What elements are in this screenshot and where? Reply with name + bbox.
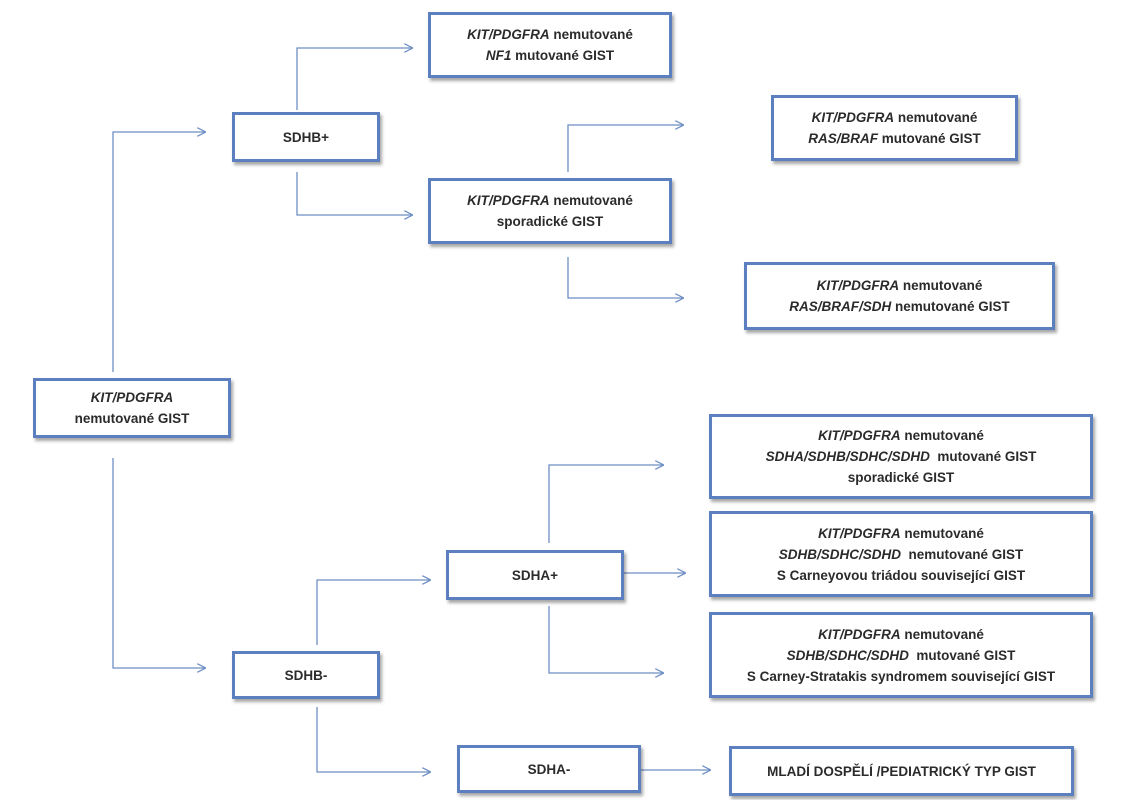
- connector-sporadic-ras-braf-sdh: [567, 257, 683, 298]
- node-line: nemutované GIST: [75, 408, 190, 429]
- gene-label: KIT/PDGFRA: [90, 390, 174, 405]
- node-text: nemutované: [900, 525, 984, 541]
- node-sdha-neg: SDHA-: [457, 745, 641, 793]
- node-line: KIT/PDGFRA nemutované: [467, 190, 633, 211]
- node-line: KIT/PDGFRA nemutované: [812, 107, 978, 128]
- node-sdhb-pos: SDHB+: [232, 112, 380, 162]
- node-line: KIT/PDGFRA nemutované: [818, 425, 984, 446]
- node-line: sporadické GIST: [848, 467, 955, 488]
- node-line: SDHA+: [512, 565, 558, 586]
- node-text: nemutované: [900, 428, 984, 443]
- node-text: nemutované GIST: [900, 546, 1024, 562]
- node-root: KIT/PDGFRA nemutované GIST: [33, 378, 231, 438]
- node-text: sporadické GIST: [847, 470, 955, 485]
- node-line: SDHB-: [285, 665, 328, 686]
- node-line: SDHA/SDHB/SDHC/SDHD mutované GIST: [766, 446, 1037, 467]
- gene-label: KIT/PDGFRA: [816, 278, 900, 293]
- node-text: nemutované: [900, 626, 984, 642]
- gene-label: RAS/BRAF/SDH: [789, 299, 892, 314]
- node-text: mutované GIST: [511, 48, 615, 63]
- node-text: nemutované: [894, 110, 978, 125]
- node-text: MLADÍ DOSPĚLÍ /PEDIATRICKÝ TYP GIST: [767, 763, 1036, 779]
- node-text: nemutované: [549, 27, 633, 42]
- connector-root-sdhb-pos: [112, 132, 205, 372]
- node-line: KIT/PDGFRA nemutované: [818, 624, 984, 645]
- node-text: nemutované GIST: [74, 411, 190, 426]
- node-text: mutované GIST: [908, 647, 1016, 663]
- node-text: nemutované: [549, 193, 633, 208]
- node-line: MLADÍ DOSPĚLÍ /PEDIATRICKÝ TYP GIST: [767, 761, 1036, 782]
- node-text: S Carney-Stratakis syndromem související…: [746, 668, 1056, 684]
- node-line: SDHB/SDHC/SDHD mutované GIST: [787, 645, 1016, 666]
- node-text: SDHB+: [282, 129, 330, 145]
- node-text: SDHA-: [527, 761, 571, 777]
- node-line: S Carneyovou triádou související GIST: [777, 565, 1025, 586]
- node-line: KIT/PDGFRA nemutované: [818, 523, 984, 544]
- node-text: mutované GIST: [877, 131, 981, 146]
- gene-label: KIT/PDGFRA: [467, 27, 550, 42]
- node-line: S Carney-Stratakis syndromem související…: [747, 666, 1055, 687]
- node-text: mutované GIST: [929, 449, 1037, 464]
- node-sdha-pos: SDHA+: [446, 550, 624, 600]
- node-line: RAS/BRAF mutované GIST: [808, 128, 981, 149]
- node-text: sporadické GIST: [496, 214, 604, 229]
- gene-label: SDHB/SDHC/SDHD: [778, 546, 901, 562]
- gene-label: NF1: [485, 48, 512, 63]
- node-sporadic: KIT/PDGFRA nemutované sporadické GIST: [428, 178, 672, 244]
- gene-label: KIT/PDGFRA: [818, 428, 901, 443]
- node-line: SDHB+: [283, 127, 329, 148]
- gene-label: SDHA/SDHB/SDHC/SDHD: [765, 449, 930, 464]
- node-line: KIT/PDGFRA nemutované: [817, 275, 983, 296]
- node-line: NF1 mutované GIST: [486, 45, 614, 66]
- node-line: KIT/PDGFRA: [91, 387, 174, 408]
- gene-label: KIT/PDGFRA: [818, 525, 901, 541]
- node-text: nemutované: [899, 278, 983, 293]
- connector-sdha-pos-carney-stratakis: [548, 606, 663, 673]
- connector-sdhb-neg-sdha-neg: [316, 707, 430, 772]
- node-line: RAS/BRAF/SDH nemutované GIST: [789, 296, 1010, 317]
- gene-label: KIT/PDGFRA: [818, 626, 901, 642]
- node-sdhb-neg: SDHB-: [232, 651, 380, 699]
- connector-sdhb-pos-sporadic: [296, 172, 412, 215]
- node-text: S Carneyovou triádou související GIST: [776, 567, 1026, 583]
- gene-label: KIT/PDGFRA: [467, 193, 550, 208]
- node-line: SDHA-: [528, 759, 571, 780]
- node-line: KIT/PDGFRA nemutované: [467, 24, 633, 45]
- gene-label: SDHB/SDHC/SDHD: [786, 647, 909, 663]
- connector-sdhb-pos-nf1: [296, 48, 412, 110]
- connector-sporadic-ras-braf: [567, 125, 683, 172]
- connector-root-sdhb-neg: [112, 458, 205, 668]
- gene-label: KIT/PDGFRA: [811, 110, 895, 125]
- connector-sdhb-neg-sdha-pos: [316, 580, 430, 645]
- node-line: SDHB/SDHC/SDHD nemutované GIST: [779, 544, 1024, 565]
- gene-label: RAS/BRAF: [808, 131, 878, 146]
- connector-sdha-pos-sdh-mut-sporadic: [548, 465, 663, 543]
- node-text: nemutované GIST: [891, 299, 1010, 314]
- node-text: SDHA+: [511, 567, 559, 583]
- node-text: SDHB-: [284, 667, 328, 683]
- node-pediatric: MLADÍ DOSPĚLÍ /PEDIATRICKÝ TYP GIST: [729, 746, 1074, 796]
- node-line: sporadické GIST: [497, 211, 604, 232]
